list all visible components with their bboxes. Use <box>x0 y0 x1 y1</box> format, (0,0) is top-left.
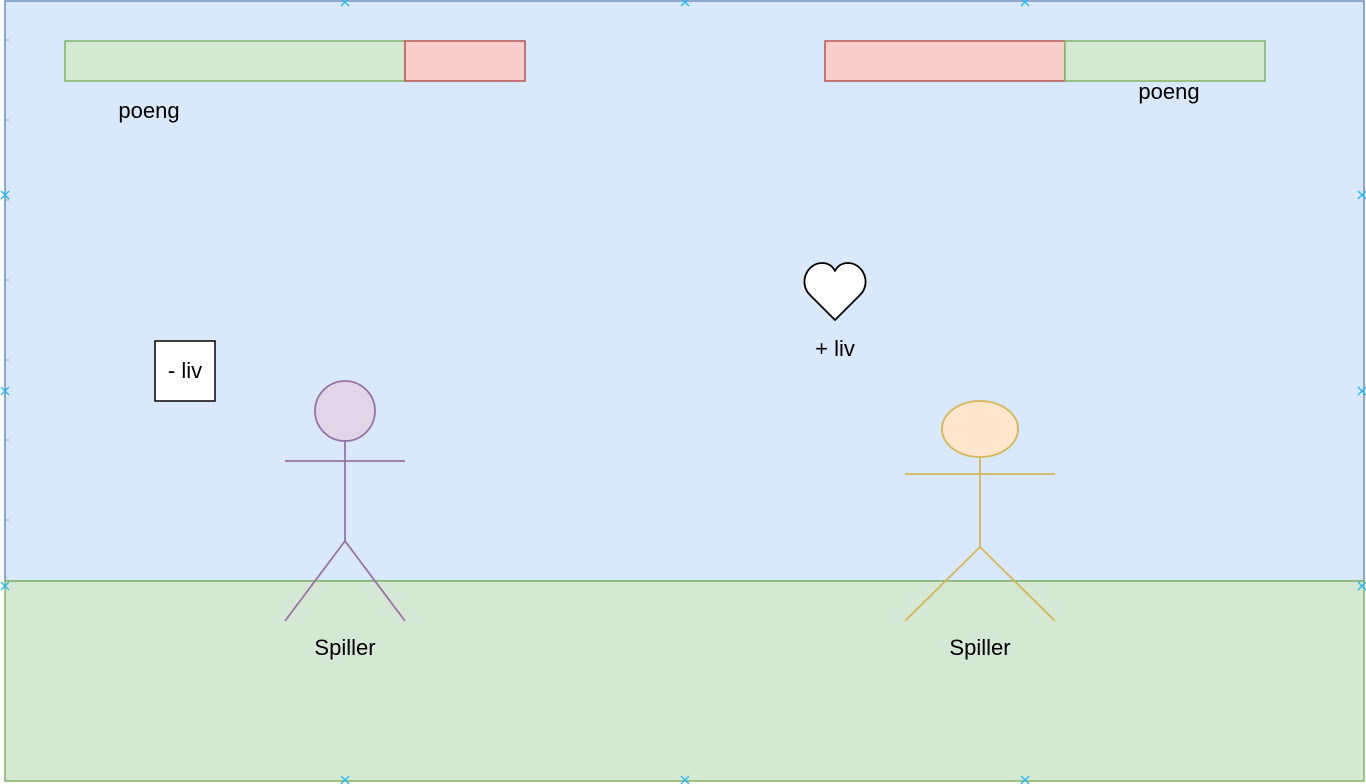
selection-handle-marker[interactable] <box>340 775 350 784</box>
right-health-bar <box>824 40 1266 82</box>
player-2-left-leg <box>904 546 981 622</box>
selection-handle-marker[interactable] <box>680 775 690 784</box>
damage-box-frame <box>154 340 216 402</box>
left-health-lost <box>404 40 526 82</box>
left-score-label: poeng <box>118 98 179 123</box>
selection-handle-marker[interactable] <box>1357 581 1366 591</box>
player-1-right-leg <box>344 540 406 622</box>
selection-handle-marker[interactable] <box>0 190 10 200</box>
selection-handle-marker[interactable] <box>1020 775 1030 784</box>
player-2-head <box>941 400 1019 458</box>
selection-handle-marker[interactable] <box>340 0 350 7</box>
player-1-left-leg <box>284 540 346 622</box>
right-score-label: poeng <box>1138 79 1199 104</box>
sky-background <box>4 0 1365 582</box>
selection-handle-marker[interactable] <box>0 386 10 396</box>
damage-box-label: - liv <box>168 358 202 383</box>
player-2-label: Spiller <box>949 635 1010 660</box>
selection-handle-marker[interactable] <box>0 581 10 591</box>
right-health-lost <box>824 40 1066 82</box>
heart-label: + liv <box>815 336 855 361</box>
damage-box: - liv <box>154 340 216 402</box>
player-1-label: Spiller <box>314 635 375 660</box>
player-1-head <box>314 380 376 442</box>
selection-handle-marker[interactable] <box>1020 0 1030 7</box>
player-2-stick-figure <box>904 400 1056 622</box>
heart-pickup: + liv <box>803 262 867 361</box>
ground-platform <box>4 580 1365 782</box>
selection-handle-marker[interactable] <box>1357 386 1366 396</box>
right-health-remaining <box>1064 40 1266 82</box>
player-1-stick-figure <box>284 380 406 622</box>
player-2-right-leg <box>979 546 1056 622</box>
selection-handle-marker[interactable] <box>1357 190 1366 200</box>
selection-handle-marker[interactable] <box>680 0 690 7</box>
heart-icon <box>803 262 867 321</box>
left-health-bar <box>64 40 526 82</box>
left-health-remaining <box>64 40 406 82</box>
